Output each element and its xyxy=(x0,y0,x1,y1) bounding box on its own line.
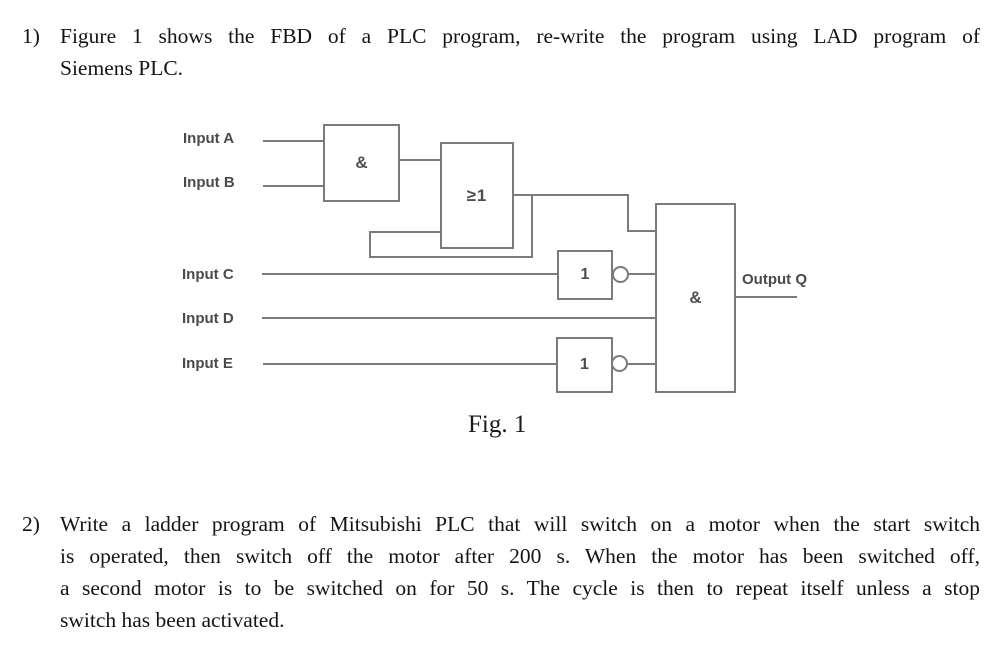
wire-and1-to-or xyxy=(400,159,440,161)
wire-input-e xyxy=(263,363,556,365)
output-q-label: Output Q xyxy=(742,271,807,288)
not-gate-2-label: 1 xyxy=(580,356,589,373)
question-2-line-2: is operated, then switch off the motor a… xyxy=(60,544,980,568)
negation-bubble-not2 xyxy=(611,355,628,372)
wire-output-q xyxy=(735,296,797,298)
input-e-label: Input E xyxy=(182,355,233,372)
wire-input-a xyxy=(263,140,323,142)
not-gate-1: 1 xyxy=(557,250,613,300)
input-a-label: Input A xyxy=(183,130,235,147)
negation-bubble-not1 xyxy=(612,266,629,283)
and-gate-1: & xyxy=(323,124,400,202)
question-2-text: Write a ladder program of Mitsubishi PLC… xyxy=(60,508,980,636)
question-1-line-1: Figure 1 shows the FBD of a PLC program,… xyxy=(60,24,980,48)
question-2-number: 2) xyxy=(22,512,40,536)
wire-or-output-drop xyxy=(627,194,629,232)
wire-or-output xyxy=(512,194,629,196)
wire-not2-to-and2 xyxy=(627,363,655,365)
wire-feedback-bottom xyxy=(369,256,533,258)
not-gate-1-label: 1 xyxy=(580,266,590,283)
question-2-line-4: switch has been activated. xyxy=(60,608,285,632)
question-2-line-1: Write a ladder program of Mitsubishi PLC… xyxy=(60,512,980,536)
question-1-line-2: Siemens PLC. xyxy=(60,56,184,80)
question-1-number: 1) xyxy=(22,24,40,48)
wire-feedback-right xyxy=(531,194,533,258)
wire-input-d xyxy=(262,317,655,319)
wire-not1-to-and2 xyxy=(629,273,655,275)
and-gate-1-label: & xyxy=(355,153,368,172)
not-gate-2: 1 xyxy=(556,337,613,393)
wire-input-b xyxy=(263,185,323,187)
question-2-line-3: a second motor is to be switched on for … xyxy=(60,576,980,600)
wire-or-to-and2 xyxy=(627,230,655,232)
question-1-text: Figure 1 shows the FBD of a PLC program,… xyxy=(60,20,980,84)
figure-caption: Fig. 1 xyxy=(468,411,527,438)
input-d-label: Input D xyxy=(182,310,234,327)
and-gate-2-label: & xyxy=(689,288,702,307)
question-1: 1) Figure 1 shows the FBD of a PLC progr… xyxy=(22,20,980,84)
wire-input-c xyxy=(262,273,557,275)
or-gate: ≥1 xyxy=(440,142,514,249)
wire-feedback-top xyxy=(369,231,440,233)
wire-feedback-left xyxy=(369,231,371,258)
question-2: 2) Write a ladder program of Mitsubishi … xyxy=(22,508,980,636)
or-gate-label: ≥1 xyxy=(466,185,488,205)
input-b-label: Input B xyxy=(183,174,235,191)
input-c-label: Input C xyxy=(182,266,234,283)
and-gate-2: & xyxy=(655,203,736,393)
